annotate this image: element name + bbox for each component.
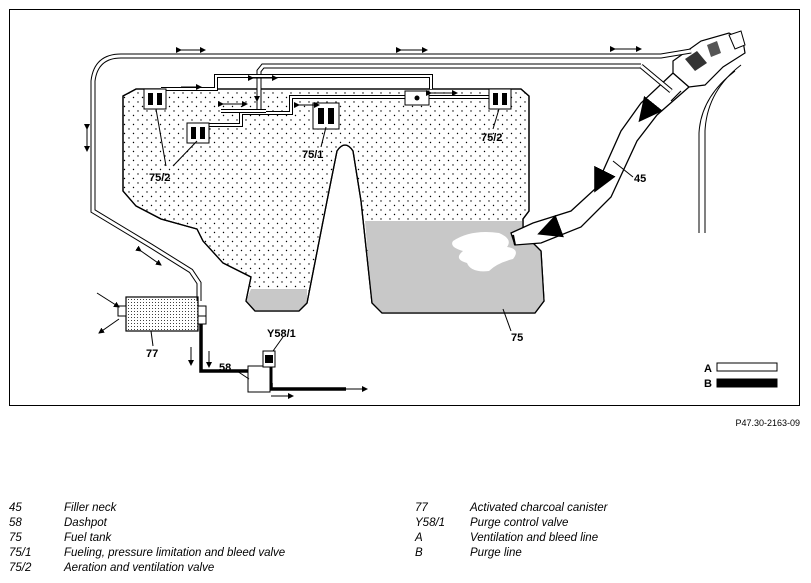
aeration-valve-right	[488, 88, 512, 110]
legend-text: Purge line	[470, 547, 522, 559]
legend-text: Fuel tank	[64, 532, 112, 544]
fuel-system-diagram: 75/2 75/2 75/1 45 75 77 58 Y58/1 A B	[84, 30, 778, 399]
flow-arrows	[84, 46, 642, 399]
legend-text: Dashpot	[64, 517, 107, 529]
fueling-pressure-valve	[312, 102, 340, 130]
legend-code: 77	[415, 502, 428, 514]
legend-code: 58	[9, 517, 22, 529]
legend-code: 45	[9, 502, 22, 514]
fuel-level-left	[246, 289, 307, 311]
line-key: A B	[704, 362, 778, 390]
key-label-b: B	[704, 378, 712, 390]
purge-line-b-routes	[199, 313, 346, 391]
legend-code: Y58/1	[415, 517, 446, 529]
legend-text: Activated charcoal canister	[470, 502, 608, 514]
charcoal-canister	[117, 296, 207, 332]
legend-text: Aeration and ventilation valve	[64, 562, 215, 574]
callout-y58-1: Y58/1	[267, 328, 296, 340]
diagram-frame: 75/2 75/2 75/1 45 75 77 58 Y58/1 A B	[9, 9, 800, 406]
purge-control-valve	[262, 350, 276, 383]
legend-code: 75/1	[9, 547, 32, 559]
legend-list: 45 Filler neck 58 Dashpot 75 Fuel tank 7…	[9, 501, 809, 581]
legend-code: 75	[9, 532, 22, 544]
callout-77: 77	[146, 348, 158, 360]
callout-75-2-left: 75/2	[149, 172, 170, 184]
callout-75-2-right: 75/2	[481, 132, 502, 144]
legend-code: A	[415, 532, 423, 544]
key-swatch-b	[716, 378, 778, 388]
callout-75-1: 75/1	[302, 149, 323, 161]
legend-code: B	[415, 547, 423, 559]
legend-text: Purge control valve	[470, 517, 569, 529]
key-swatch-a	[716, 362, 778, 372]
callout-75: 75	[511, 332, 523, 344]
dashpot	[247, 365, 271, 393]
filler-nozzle	[670, 30, 746, 102]
aeration-valve-left-top	[143, 88, 167, 110]
callout-45: 45	[634, 173, 646, 185]
leader-lines	[150, 108, 634, 380]
legend-code: 75/2	[9, 562, 32, 574]
legend-text: Fueling, pressure limitation and bleed v…	[64, 547, 286, 559]
key-label-a: A	[704, 363, 712, 375]
figure-reference: P47.30-2163-09	[735, 418, 800, 428]
legend-text: Ventilation and bleed line	[470, 532, 599, 544]
filler-neck	[510, 72, 690, 246]
legend-text: Filler neck	[64, 502, 117, 514]
callout-58: 58	[219, 362, 231, 374]
aeration-valve-left-bottom	[186, 122, 210, 144]
fuel-splash	[452, 232, 516, 272]
